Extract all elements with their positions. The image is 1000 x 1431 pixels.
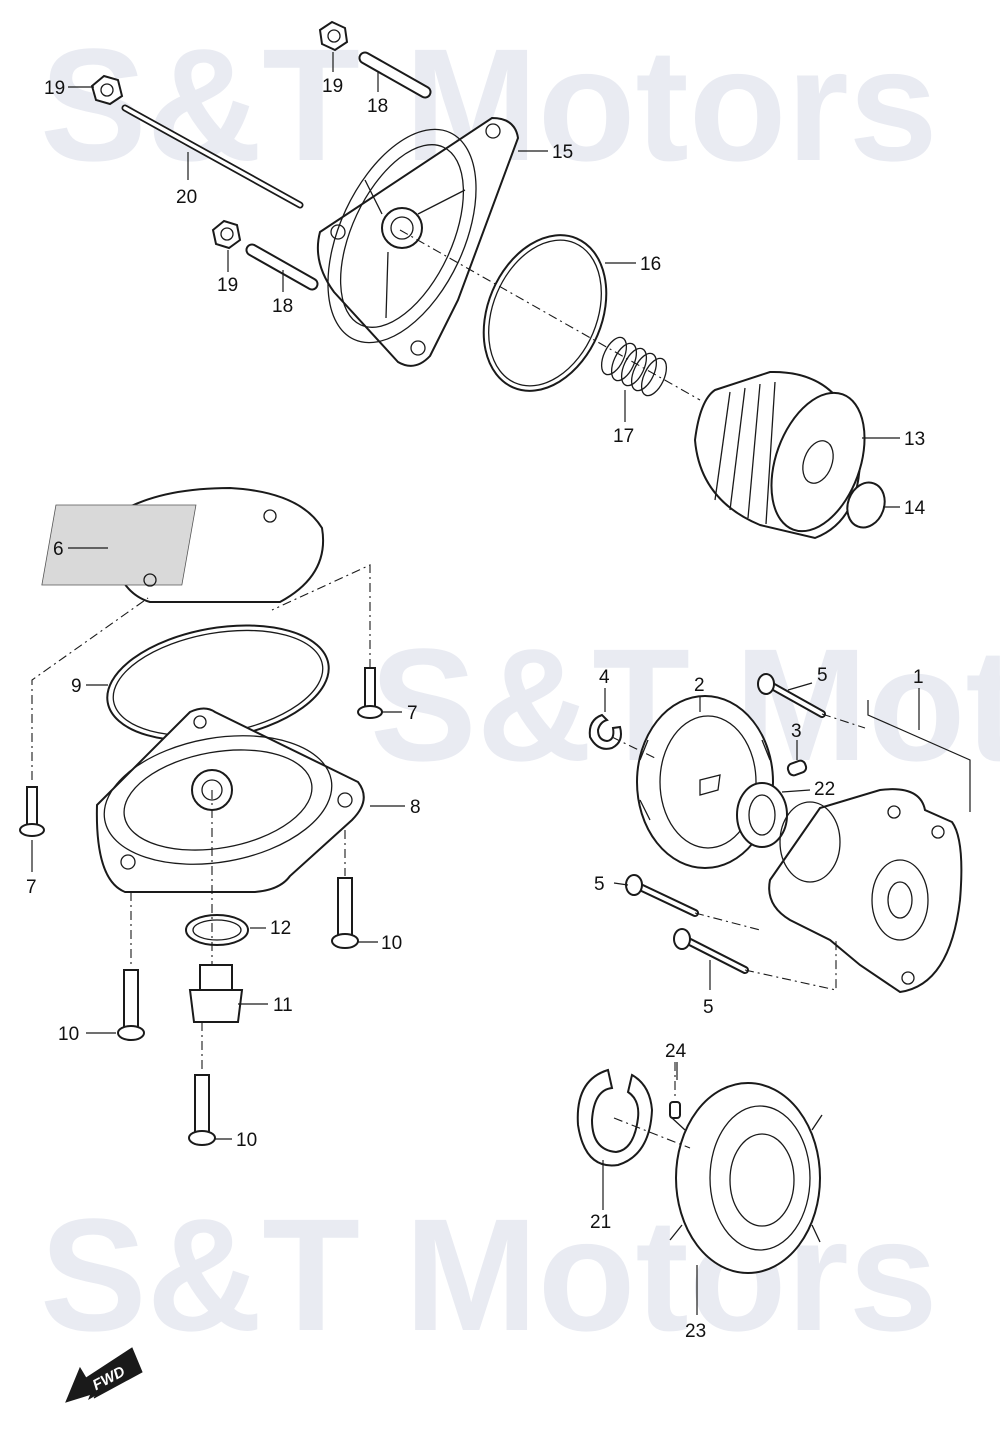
forward-arrow-icon xyxy=(65,1347,143,1403)
pump-dowel-pin xyxy=(786,759,808,777)
oil-filter-element xyxy=(693,370,866,540)
callout-5-bottom: 5 xyxy=(703,997,714,1018)
pump-drive-gear-group xyxy=(576,1062,823,1274)
callout-5-top: 5 xyxy=(817,665,828,686)
oil-strainer-group xyxy=(19,486,383,1146)
filter-spring xyxy=(600,336,668,397)
callout-8: 8 xyxy=(410,797,421,818)
pump-bolt-middle xyxy=(625,874,699,917)
stud-lower xyxy=(245,243,319,291)
cover-o-ring xyxy=(482,234,608,392)
callout-10-left: 10 xyxy=(58,1024,79,1045)
callout-21: 21 xyxy=(590,1212,611,1233)
cover-bolt-right xyxy=(331,877,359,949)
callout-14: 14 xyxy=(904,498,926,519)
oil-pump-body xyxy=(768,788,963,994)
callout-19-lower: 19 xyxy=(217,275,238,296)
callout-22: 22 xyxy=(814,779,835,800)
callout-5-middle: 5 xyxy=(594,874,605,895)
callout-23: 23 xyxy=(685,1321,706,1342)
callout-16: 16 xyxy=(640,254,661,275)
pump-snap-ring xyxy=(588,713,622,750)
callout-11: 11 xyxy=(273,995,293,1016)
callout-12: 12 xyxy=(270,918,291,939)
drive-gear-key xyxy=(669,1101,681,1119)
callout-19-top: 19 xyxy=(322,76,343,97)
stud-upper xyxy=(358,51,432,99)
cover-bolt-left xyxy=(117,969,145,1041)
flange-nut-top xyxy=(318,20,349,52)
callout-6: 6 xyxy=(53,539,64,560)
callout-20: 20 xyxy=(176,187,197,208)
callout-7-right: 7 xyxy=(407,703,418,724)
drain-plug xyxy=(188,964,244,1023)
callout-19-left: 19 xyxy=(44,78,65,99)
callout-3: 3 xyxy=(791,721,802,742)
callout-1: 1 xyxy=(913,667,924,688)
callout-24: 24 xyxy=(665,1041,687,1062)
callout-4: 4 xyxy=(599,667,610,688)
long-stud xyxy=(121,104,304,209)
oil-strainer-screen xyxy=(41,486,325,603)
callout-labels: 19 19 19 18 18 20 15 16 17 13 14 6 9 7 7… xyxy=(26,76,926,1342)
leader-lines xyxy=(31,52,900,1315)
callout-10-bottom: 10 xyxy=(236,1130,257,1151)
oil-pump-group xyxy=(588,673,971,994)
callout-15: 15 xyxy=(552,142,573,163)
pump-drive-gear xyxy=(669,1082,823,1274)
forward-direction-badge: FWD xyxy=(65,1347,143,1403)
callout-10-right: 10 xyxy=(381,933,402,954)
pump-bolt-bottom xyxy=(673,928,749,974)
callout-17: 17 xyxy=(613,426,634,447)
pump-thrust-washer xyxy=(736,782,788,848)
pump-bolt-top xyxy=(757,673,826,718)
callout-2: 2 xyxy=(694,675,705,696)
oil-filter-group xyxy=(90,20,886,540)
flange-nut-left xyxy=(90,74,124,106)
strainer-cover xyxy=(95,707,365,893)
callout-18-lower: 18 xyxy=(272,296,293,317)
callout-13: 13 xyxy=(904,429,925,450)
callout-7-left: 7 xyxy=(26,877,37,898)
cover-bolt-bottom xyxy=(188,1074,216,1146)
filter-o-ring xyxy=(846,481,886,529)
screen-bolt-left xyxy=(19,786,45,837)
drive-gear-circlip xyxy=(576,1068,654,1167)
callout-18-upper: 18 xyxy=(367,96,388,117)
flange-nut-lower xyxy=(211,219,242,250)
oil-filter-cover xyxy=(316,116,520,367)
callout-9: 9 xyxy=(71,676,82,697)
